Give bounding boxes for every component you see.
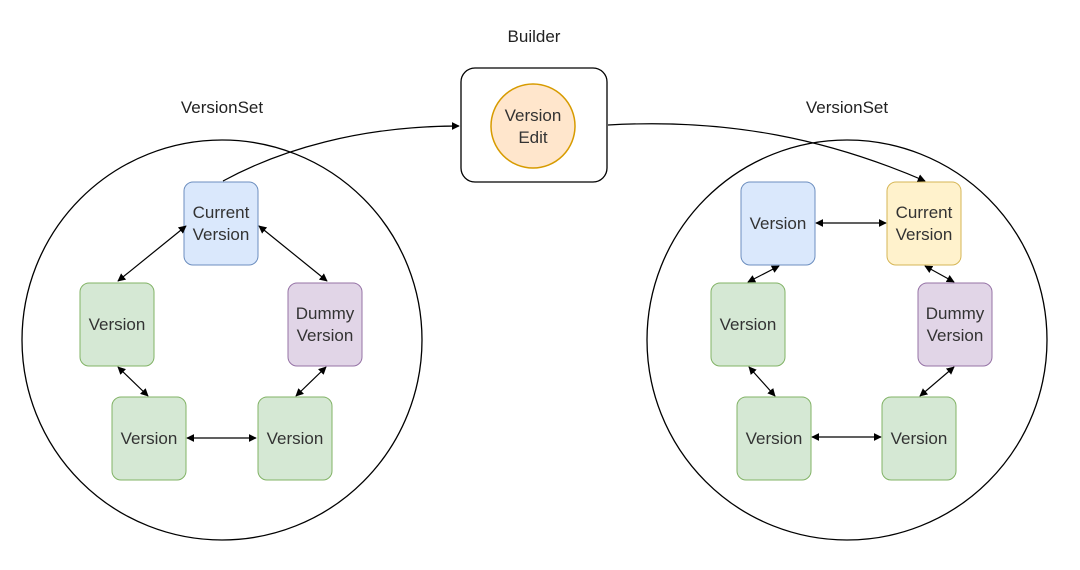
right-current-version-label-line-2: Version xyxy=(896,225,953,244)
left-version-label-left: Version xyxy=(89,315,146,334)
right-version-node-left xyxy=(710,282,786,367)
right-version-label-bottom-right-line-1: Version xyxy=(891,429,948,448)
right-version-label-bottom-left: Version xyxy=(746,429,803,448)
right-version-label-top-left: Version xyxy=(750,214,807,233)
left-versionset-circle xyxy=(21,139,423,541)
left-dummy-version-label-line-1: Dummy xyxy=(296,304,355,323)
right-version-node-bottom-right xyxy=(881,396,957,481)
right-dummy-version-label-line-1: Dummy xyxy=(926,304,985,323)
left-current-version-node xyxy=(183,181,259,266)
left-dummy-version-label-line-2: Version xyxy=(297,326,354,345)
right-edge-top-left-to-left xyxy=(747,265,780,283)
right-versionset-circle xyxy=(646,139,1048,541)
right-version-label-left: Version xyxy=(720,315,777,334)
right-version-label-bottom-right: Version xyxy=(891,429,948,448)
right-version-label-bottom-left-line-1: Version xyxy=(746,429,803,448)
left-version-label-bottom-right-line-1: Version xyxy=(267,429,324,448)
right-edge-dummy-to-bottom-right xyxy=(919,366,955,397)
right-version-label-top-left-line-1: Version xyxy=(750,214,807,233)
right-version-node-bottom-left xyxy=(736,396,812,481)
edge-builder-to-right-current xyxy=(607,123,926,182)
left-version-node-bottom-left xyxy=(111,396,187,481)
left-edge-dummy-to-bottom-right xyxy=(295,366,327,397)
left-edge-current-to-left xyxy=(117,225,187,282)
builder-label: Builder xyxy=(508,27,561,46)
right-version-node-top-left xyxy=(740,181,816,266)
left-version-label-bottom-right: Version xyxy=(267,429,324,448)
right-dummy-version-node xyxy=(917,282,993,367)
version-edit-node xyxy=(490,83,576,169)
left-version-node-left xyxy=(79,282,155,367)
left-versionset-label: VersionSet xyxy=(181,98,263,117)
right-current-version-label-line-1: Current xyxy=(896,203,953,222)
left-current-version-label-line-2: Version xyxy=(193,225,250,244)
left-version-label-left-line-1: Version xyxy=(89,315,146,334)
right-version-label-left-line-1: Version xyxy=(720,315,777,334)
left-edge-left-to-bottom-left xyxy=(117,366,149,397)
right-versionset-label: VersionSet xyxy=(806,98,888,117)
right-current-version-node xyxy=(886,181,962,266)
edge-left-current-to-builder xyxy=(222,122,460,182)
right-dummy-version-label-line-2: Version xyxy=(927,326,984,345)
left-current-version-label-line-1: Current xyxy=(193,203,250,222)
version-edit-label-line-2: Edit xyxy=(518,128,548,147)
left-edge-current-to-dummy xyxy=(258,225,328,282)
left-version-node-bottom-right xyxy=(257,396,333,481)
right-edge-current-to-dummy xyxy=(924,265,955,283)
left-version-label-bottom-left-line-1: Version xyxy=(121,429,178,448)
left-dummy-version-node xyxy=(287,282,363,367)
left-version-label-bottom-left: Version xyxy=(121,429,178,448)
version-edit-label-line-1: Version xyxy=(505,106,562,125)
right-edge-left-to-bottom-left xyxy=(748,366,776,397)
